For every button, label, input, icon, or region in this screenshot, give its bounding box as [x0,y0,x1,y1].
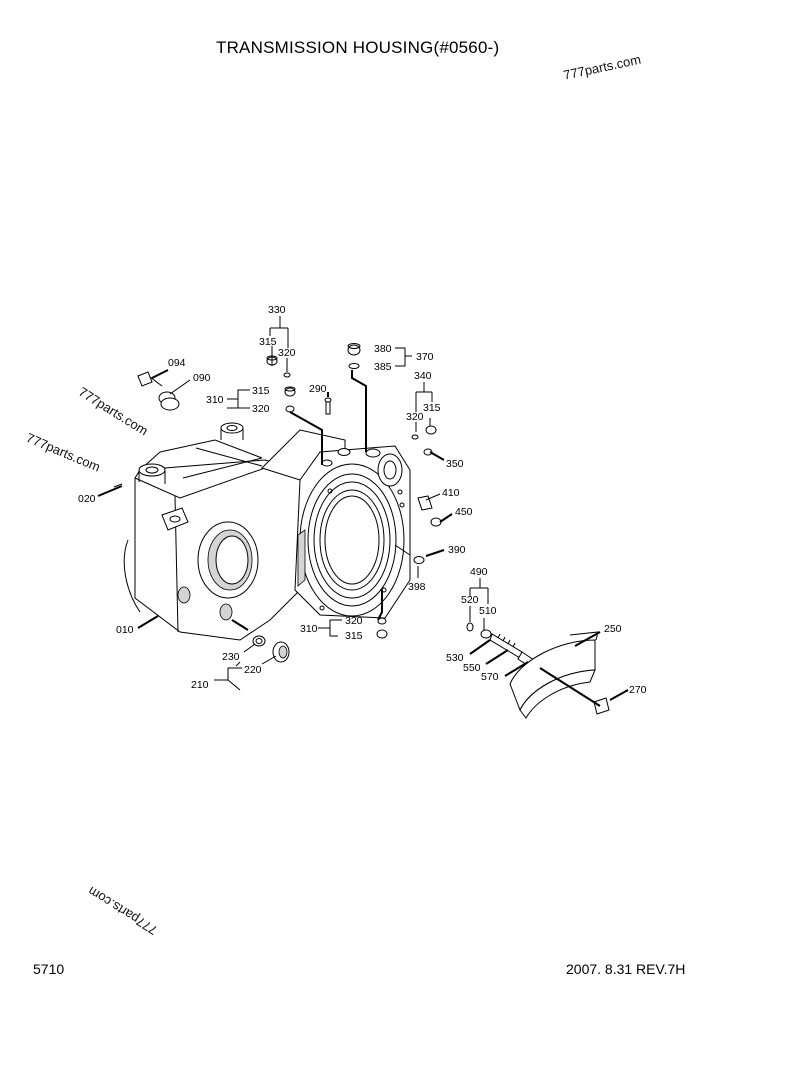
callout-020: 020 [78,493,96,505]
callout-550: 550 [463,662,481,674]
leader-lines [97,316,629,707]
callout-310: 310 [300,623,318,635]
callout-320: 320 [345,615,363,627]
callout-320: 320 [252,403,270,415]
callout-390: 390 [448,544,466,556]
callout-010: 010 [116,624,134,636]
callout-490: 490 [470,566,488,578]
callout-320: 320 [278,347,296,359]
callout-520: 520 [461,594,479,606]
transmission-housing-drawing [123,422,411,641]
callout-398: 398 [408,581,426,593]
callout-315: 315 [259,336,277,348]
callout-270: 270 [629,684,647,696]
callout-290: 290 [309,383,327,395]
callout-315: 315 [345,630,363,642]
callout-350: 350 [446,458,464,470]
callout-320: 320 [406,411,424,423]
callout-410: 410 [442,487,460,499]
callout-210: 210 [191,679,209,691]
callout-220: 220 [244,664,262,676]
callout-450: 450 [455,506,473,518]
callout-570: 570 [481,671,499,683]
callout-250: 250 [604,623,622,635]
callout-315: 315 [252,385,270,397]
fittings-and-plugs [113,343,610,719]
callout-530: 530 [446,652,464,664]
callout-090: 090 [193,372,211,384]
callout-230: 230 [222,651,240,663]
callout-510: 510 [479,605,497,617]
callout-380: 380 [374,343,392,355]
callout-340: 340 [414,370,432,382]
callout-370: 370 [416,351,434,363]
revision-date: 2007. 8.31 REV.7H [566,961,686,977]
page-title: TRANSMISSION HOUSING(#0560-) [216,38,500,57]
callout-310: 310 [206,394,224,406]
callout-094: 094 [168,357,186,369]
callout-labels: 330 315 320 380 370 385 094 090 310 315 … [78,304,647,696]
callout-315: 315 [423,402,441,414]
callout-385: 385 [374,361,392,373]
page-number: 5710 [33,961,65,977]
callout-330: 330 [268,304,286,316]
